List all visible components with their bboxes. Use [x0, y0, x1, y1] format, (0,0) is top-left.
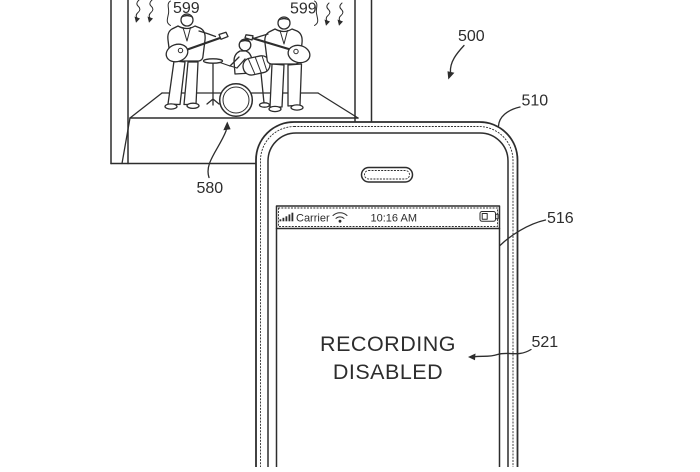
- sound-waves-left: [134, 0, 171, 26]
- leader-500: [449, 44, 465, 74]
- label-516: 516: [547, 210, 574, 227]
- guitar-neck: [184, 36, 222, 52]
- wifi-dot: [338, 219, 342, 223]
- phone-bezel: [267, 132, 509, 472]
- head: [277, 16, 291, 30]
- shirt-v: [279, 30, 288, 45]
- platform-front-left-edge: [121, 117, 131, 165]
- battery-nub: [495, 213, 499, 220]
- hair: [239, 39, 251, 43]
- signal-strength-icon: [279, 212, 294, 222]
- callout-500: 500: [447, 28, 485, 80]
- phone-screen: [275, 205, 501, 472]
- cymbal-icon: [202, 58, 224, 64]
- guitar-soundhole: [293, 48, 299, 55]
- shirt-v: [182, 27, 191, 42]
- arm: [198, 30, 217, 38]
- battery-level: [481, 213, 488, 220]
- leader-521: [473, 348, 532, 358]
- hair: [277, 17, 291, 21]
- guitarist-left: [164, 13, 229, 110]
- label-510: 510: [522, 93, 549, 110]
- shoe: [186, 102, 200, 110]
- wifi-inner-arc: [335, 216, 345, 219]
- speaker-slot-icon: [360, 166, 414, 183]
- time-label: 10:16 AM: [371, 213, 417, 225]
- arm: [254, 33, 269, 39]
- guitar-headstock: [244, 34, 254, 41]
- shoe: [268, 105, 282, 113]
- shoe: [164, 103, 178, 110]
- screen-message-line2: DISABLED: [333, 360, 443, 384]
- guitar-neck: [250, 36, 294, 52]
- arrowhead-521: [468, 353, 476, 361]
- hair: [180, 14, 194, 18]
- wifi-icon: [332, 212, 348, 223]
- callout-516: 516: [499, 210, 574, 247]
- arms: [229, 56, 246, 69]
- left-leg: [269, 63, 285, 108]
- right-leg: [287, 63, 303, 107]
- right-stand: [260, 72, 265, 104]
- screen-message-line1: RECORDING: [320, 332, 456, 356]
- sound-wave-arrowhead: [337, 19, 343, 26]
- bass-drum-rim: [222, 86, 250, 114]
- drum-kit: [202, 58, 271, 108]
- sound-wave-arrowhead: [324, 19, 330, 26]
- platform-right-edge: [317, 92, 359, 119]
- wifi-outer-arc: [332, 212, 348, 216]
- tom-stripes: [248, 56, 268, 74]
- sound-wave-arrow-icon: [338, 2, 344, 22]
- sound-wave-arrowhead: [134, 16, 140, 23]
- shoe: [290, 104, 304, 111]
- carrier-label: Carrier: [296, 213, 330, 225]
- guitar-icon: [287, 44, 311, 64]
- label-580: 580: [197, 180, 224, 197]
- cymbal-stand: [206, 62, 220, 106]
- brace-left: [166, 0, 171, 26]
- callout-521: 521: [468, 334, 559, 361]
- label-521: 521: [532, 334, 559, 351]
- phone-device: Carrier 10:16 AM RECORDING DISABLED: [255, 121, 519, 472]
- sound-wave-arrow-icon: [325, 2, 331, 22]
- label-599-left: 599: [173, 0, 200, 17]
- status-bar: Carrier 10:16 AM: [275, 207, 501, 230]
- right-leg: [183, 61, 199, 106]
- band-illustration: [164, 13, 311, 118]
- callout-510: 510: [497, 93, 549, 127]
- phone-outer-dotted-line: [260, 126, 514, 472]
- stage-scene: 599 599: [110, 0, 373, 197]
- sound-waves-right: [314, 0, 344, 26]
- guitar-soundhole: [177, 47, 184, 54]
- reference-callouts: 500 510 516 521: [447, 28, 574, 361]
- sound-wave-arrow-icon: [135, 0, 141, 19]
- sound-wave-arrowhead: [147, 16, 153, 23]
- brace-right: [314, 0, 319, 26]
- left-leg: [167, 60, 186, 106]
- guitar-headstock: [218, 31, 229, 40]
- arrowhead-500: [447, 71, 455, 80]
- screen-message: RECORDING DISABLED: [320, 332, 456, 384]
- arrowhead-580: [223, 121, 231, 131]
- sound-wave-arrow-icon: [148, 0, 154, 19]
- battery-icon: [479, 211, 499, 222]
- leader-516: [499, 219, 547, 247]
- stage-callout: 580: [197, 121, 231, 197]
- leader-510: [497, 106, 521, 127]
- head: [180, 13, 194, 27]
- speaker-slot-outline: [360, 166, 414, 183]
- platform-left-edge: [129, 92, 163, 119]
- label-599-right: 599: [290, 1, 317, 18]
- bass-drum: [218, 82, 254, 118]
- leader-580: [207, 125, 228, 179]
- speaker-slot-inner: [364, 170, 410, 180]
- stand-foot: [258, 102, 271, 108]
- guitarist-right: [244, 16, 311, 113]
- label-500: 500: [458, 28, 485, 45]
- drumsticks: [219, 62, 238, 69]
